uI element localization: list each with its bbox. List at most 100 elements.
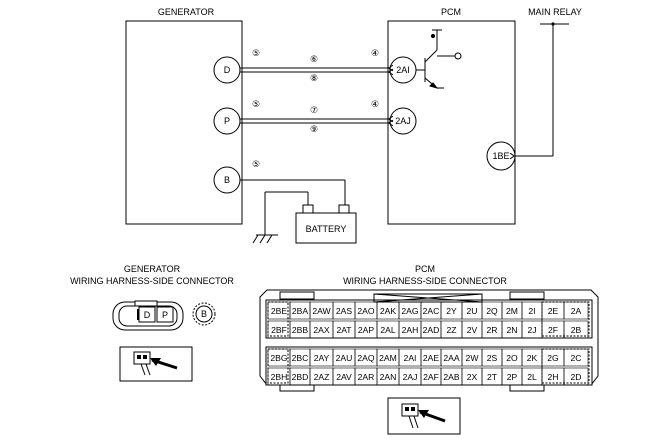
generator-pin-d-label: D	[224, 65, 231, 75]
pcm-pin-label: 2AH	[402, 325, 419, 335]
gen-connector-b-terminal-outer	[192, 302, 216, 326]
pcm-pin-label: 2M	[506, 306, 518, 316]
pcm-pin-label: 2BA	[292, 306, 309, 316]
main-relay-wire	[509, 23, 569, 160]
pcm-pin-label: 2AZ	[314, 372, 330, 382]
pcm-pin-label: 2W	[466, 353, 480, 363]
pcm-pin-cell	[563, 367, 589, 386]
pcm-connector-view-icon	[387, 397, 461, 435]
marker-d-top: ⑥	[310, 54, 318, 64]
pcm-pin-label: 2AL	[380, 325, 396, 335]
pcm-pin-label: 2AO	[357, 306, 375, 316]
pcm-pin-2aj-label: 2AJ	[395, 116, 411, 126]
transistor-symbol	[416, 29, 462, 89]
marker-gen-d: ⑤	[252, 48, 260, 58]
pcm-pin-label: 2AW	[312, 306, 331, 316]
pcm-pin-label: 2BE	[271, 306, 288, 316]
pcm-pin-label: 2AD	[423, 325, 440, 335]
pcm-pin-label: 2U	[467, 306, 478, 316]
pcm-pin-label: 2AX	[313, 325, 330, 335]
pcm-pin-label: 2Y	[446, 306, 457, 316]
pcm-pin-1be-label: 1BE	[492, 151, 509, 161]
pcm-pin-label: 2T	[487, 372, 498, 382]
generator-pin-d	[213, 56, 241, 84]
pcm-pin-label: 2AN	[380, 372, 397, 382]
marker-pcm-ai: ④	[371, 48, 379, 58]
pcm-pin-label: 2AT	[336, 325, 352, 335]
gen-connector-b-terminal	[195, 305, 213, 323]
pcm-pin-label: 2Z	[446, 325, 456, 335]
main-relay-junction	[551, 22, 555, 26]
pcm-pin-label: 2N	[507, 325, 518, 335]
marker-gen-b: ⑤	[252, 159, 260, 169]
pcm-pin-label: 2BC	[292, 353, 309, 363]
gen-connector-view-icon	[119, 346, 193, 382]
pcm-pin-label: 2V	[467, 325, 478, 335]
pcm-pin-label: 2AG	[401, 306, 419, 316]
pcm-pin-label: 2AI	[404, 353, 417, 363]
marker-pcm-aj: ④	[371, 99, 379, 109]
pcm-pin-label: 2D	[571, 372, 582, 382]
pcm-pin-label: 2AJ	[403, 372, 418, 382]
pcm-pin-label: 2BB	[292, 325, 309, 335]
battery-circuit	[240, 179, 350, 244]
pcm-pin-label: 2AF	[423, 372, 439, 382]
pcm-pin-label: 2I	[528, 306, 535, 316]
pcm-title: PCM	[441, 7, 461, 17]
pcm-pin-label: 2AC	[423, 306, 440, 316]
pcm-pin-label: 2B	[571, 325, 582, 335]
pcm-connector-title-2: WIRING HARNESS-SIDE CONNECTOR	[343, 276, 507, 286]
pcm-pin-label: 2X	[467, 372, 478, 382]
gen-connector-pin-p: P	[162, 310, 168, 320]
pcm-pin-label: 2L	[527, 372, 537, 382]
generator-pin-b-label: B	[224, 175, 230, 185]
pcm-pin-label: 2P	[507, 372, 518, 382]
generator-pin-p	[213, 107, 241, 135]
pcm-pin-label: 2C	[571, 353, 582, 363]
pcm-pin-label: 2S	[487, 353, 498, 363]
pcm-pin-label: 2O	[506, 353, 518, 363]
pcm-pin-label: 2F	[548, 325, 558, 335]
pcm-pin-label: 2AE	[423, 353, 440, 363]
pcm-pin-label: 2AA	[443, 353, 460, 363]
pcm-pin-cell	[563, 348, 589, 367]
pcm-pin-label: 2AM	[379, 353, 397, 363]
generator-title: GENERATOR	[158, 7, 215, 17]
pcm-pin-label: 2AK	[380, 306, 397, 316]
marker-p-bottom: ⑨	[310, 124, 318, 134]
pcm-pin-label: 2AP	[358, 325, 375, 335]
pcm-pin-label: 2AB	[443, 372, 460, 382]
pcm-pin-label: 2AV	[336, 372, 352, 382]
pcm-pin-label: 2H	[548, 372, 559, 382]
gen-connector-pin-b: B	[201, 309, 207, 319]
pcm-pin-label: 2AQ	[357, 353, 375, 363]
pcm-pin-label: 2BH	[271, 372, 288, 382]
pcm-pin-label: 2BG	[270, 353, 288, 363]
battery-label: BATTERY	[306, 224, 347, 234]
pcm-pin-label: 2E	[548, 306, 559, 316]
marker-p-top: ⑦	[310, 105, 318, 115]
pcm-pin-2ai-label: 2AI	[396, 65, 410, 75]
pcm-pin-label: 2J	[527, 325, 536, 335]
marker-d-bottom: ⑧	[310, 73, 318, 83]
pcm-pin-label: 2K	[527, 353, 538, 363]
battery-box	[295, 212, 357, 244]
marker-gen-p: ⑤	[252, 99, 260, 109]
gen-connector-pin-d: D	[144, 310, 151, 320]
pcm-pin-label: 2BD	[292, 372, 309, 382]
pcm-pin-cell	[563, 301, 589, 320]
pcm-pin-label: 2AS	[336, 306, 353, 316]
generator-pin-p-label: P	[224, 116, 230, 126]
gen-connector-title-1: GENERATOR	[124, 264, 181, 274]
pcm-pin-label: 2BF	[271, 325, 287, 335]
main-relay-title: MAIN RELAY	[528, 7, 582, 17]
pcm-pin-label: 2AU	[336, 353, 353, 363]
pcm-pin-cell	[563, 320, 589, 339]
gen-connector-title-2: WIRING HARNESS-SIDE CONNECTOR	[70, 276, 234, 286]
pcm-pin-label: 2A	[571, 306, 582, 316]
pcm-pin-label: 2R	[487, 325, 498, 335]
pcm-pin-label: 2AY	[314, 353, 330, 363]
pcm-pin-label: 2Q	[486, 306, 498, 316]
